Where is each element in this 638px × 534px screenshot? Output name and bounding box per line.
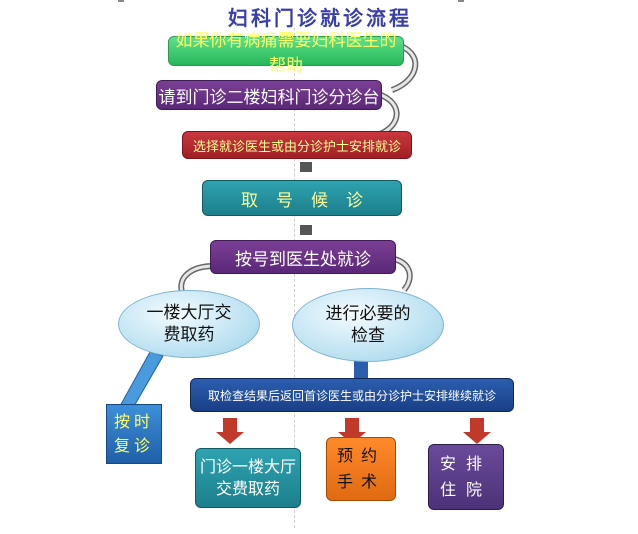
- right-bubble-label: 进行必要的检查: [325, 304, 411, 346]
- outcome-2-box: 预约手术: [326, 437, 396, 501]
- step-3-box: 选择就诊医生或由分诊护士安排就诊: [182, 131, 412, 159]
- step-4-box: 取号候诊: [202, 180, 402, 216]
- step-2-label: 请到门诊二楼妇科门诊分诊台: [158, 87, 380, 108]
- outcome-1-box: 门诊一楼大厅交费取药: [195, 448, 301, 508]
- step-5-box: 按号到医生处就诊: [210, 240, 396, 274]
- right-bubble: 进行必要的检查: [292, 288, 444, 362]
- step-5-label: 按号到医生处就诊: [235, 249, 371, 270]
- outcome-3-box: 安排住院: [428, 444, 504, 510]
- step-4-label: 取号候诊: [241, 190, 381, 211]
- top-mark-right: [458, 0, 464, 2]
- top-mark-left: [118, 0, 124, 2]
- followup-label-box: 按时复诊: [106, 404, 162, 464]
- connector-2: [300, 225, 312, 235]
- outcome-3-label: 安排住院: [439, 454, 492, 499]
- red-arrow-1: [216, 418, 244, 444]
- step-2-box: 请到门诊二楼妇科门诊分诊台: [156, 80, 382, 110]
- red-arrow-3: [463, 418, 491, 444]
- page-title: 妇科门诊就诊流程: [228, 6, 412, 30]
- return-step-label: 取检查结果后返回首诊医生或由分诊护士安排继续就诊: [207, 388, 496, 403]
- center-guide-line: [294, 28, 295, 528]
- curve-arrow-left: [178, 263, 215, 293]
- left-bubble-label: 一楼大厅交费取药: [146, 303, 232, 345]
- followup-label: 按时复诊: [113, 412, 154, 455]
- left-bubble: 一楼大厅交费取药: [118, 290, 260, 358]
- connector-1: [300, 162, 312, 172]
- outcome-1-label: 门诊一楼大厅交费取药: [200, 457, 297, 498]
- step-3-label: 选择就诊医生或由分诊护士安排就诊: [192, 139, 401, 155]
- callout-wedge: [119, 351, 164, 409]
- return-step-box: 取检查结果后返回首诊医生或由分诊护士安排继续就诊: [190, 378, 514, 412]
- step-1-box: 如果你有病痛需要妇科医生的帮助: [168, 31, 404, 76]
- step-1-label: 如果你有病痛需要妇科医生的帮助: [175, 31, 397, 76]
- down-arrow-return: [354, 360, 368, 378]
- outcome-2-label: 预约手术: [336, 446, 385, 491]
